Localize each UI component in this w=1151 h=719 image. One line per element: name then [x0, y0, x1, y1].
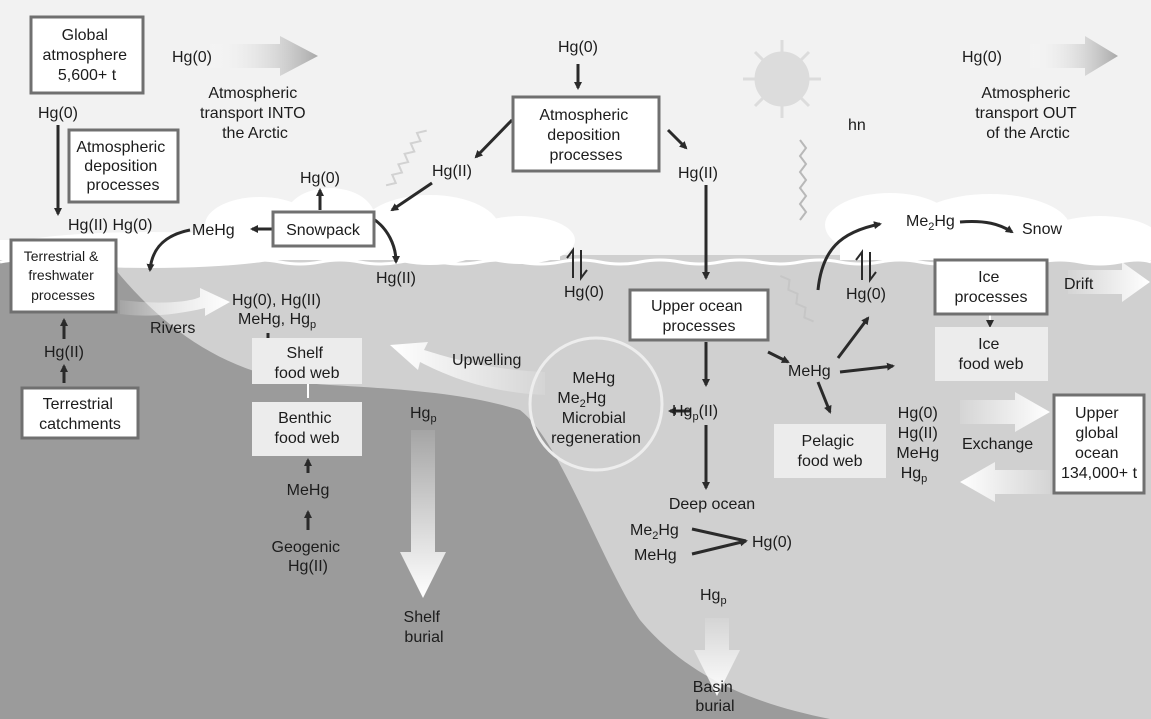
terrestrial-catchments-box [20, 386, 140, 440]
mehg-geogenic-label: MeHg [287, 482, 330, 499]
upper-global-ocean-box [1052, 393, 1146, 495]
arrow-snowpack-to-hgii [371, 216, 400, 264]
me2hg-deep-label: Me2Hg [630, 522, 679, 542]
microbial-regeneration-label: MeHg Me2Hg Microbial regeneration [551, 370, 641, 447]
river-species-label-2: MeHg, Hgp [238, 311, 316, 331]
arrow-upper-ocean-to-mehg [767, 350, 790, 364]
light-ray-down [798, 139, 808, 221]
hg0-transport-out-label: Hg(0) [962, 49, 1002, 66]
hg0-transport-into-label: Hg(0) [172, 49, 212, 66]
arrow-to-me2hg [816, 221, 882, 291]
terrestrial-freshwater-box [9, 238, 118, 314]
upwelling-arrow [390, 342, 545, 395]
arrow-mehg-to-terrestrial [146, 228, 191, 272]
transport-into-arrow [210, 36, 318, 76]
mehg-upper-ocean-label: MeHg [788, 363, 831, 380]
hgii-hg0-atm-label: Hg(II) Hg(0) [68, 217, 152, 234]
ice-processes-label: Ice processes [955, 269, 1028, 306]
rivers-arrow [120, 288, 230, 316]
drift-arrow [1068, 262, 1150, 302]
hn-label: hn [848, 117, 866, 134]
hgii-snowpack-label: Hg(II) [376, 270, 416, 287]
ice-food-web-label: Ice food web [959, 336, 1024, 373]
rivers-label: Rivers [150, 320, 195, 337]
microbial-regeneration-circle [528, 336, 664, 472]
atm-deposition-left-box [67, 128, 180, 204]
deep-ocean-label: Deep ocean [669, 496, 755, 513]
hg0-snowpack-label: Hg(0) [300, 170, 340, 187]
exchange-arrow-left [960, 462, 1050, 502]
global-atmosphere-box [29, 15, 145, 95]
shelf-food-web-label: Shelf food web [275, 345, 340, 382]
arrow-deposition-to-hgii-left [474, 118, 514, 159]
arrow-mehg-to-hg0 [836, 316, 870, 359]
upper-global-ocean-label: Upper global ocean 134,000+ t [1061, 405, 1138, 482]
snowpack-box [271, 210, 376, 248]
pelagic-food-web-label: Pelagic food web [798, 433, 863, 470]
mehg-snowpack-label: MeHg [192, 222, 235, 239]
hg0-ice-label: Hg(0) [846, 286, 886, 303]
flux-arrows [54, 64, 1014, 556]
hgp-ii-ocean-label: Hgp(II) [672, 403, 718, 423]
upper-ocean-label: Upper ocean processes [651, 298, 747, 335]
atm-deposition-left-label: Atmospheric deposition processes [76, 139, 169, 194]
me2hg-surface-label: Me2Hg [906, 213, 955, 233]
upwelling-label: Upwelling [452, 352, 521, 369]
arrow-deposition-to-hgii-right [666, 128, 688, 150]
river-species-label-1: Hg(0), Hg(II) [232, 292, 321, 309]
basin-burial-label: Basin burial [693, 679, 737, 715]
hgp-basin-label: Hgp [700, 587, 727, 607]
hgii-right-deposition-label: Hg(II) [678, 165, 718, 182]
benthic-food-web-box [252, 402, 362, 456]
arrow-me2hg-to-snow [959, 220, 1014, 234]
global-atmosphere-label: Global atmosphere 5,600+ t [43, 27, 132, 84]
exchange-label: Exchange [962, 436, 1033, 453]
terrestrial-catchments-label: Terrestrial catchments [39, 396, 121, 433]
exchange-arrow-right [960, 392, 1050, 432]
pelagic-food-web-box [774, 424, 886, 478]
shelf-food-web-box [252, 338, 362, 384]
geogenic-label: Geogenic Hg(II) [272, 539, 345, 575]
ice-food-web-box [935, 327, 1048, 381]
deep-line-mehg [691, 538, 748, 556]
ice-processes-box [933, 258, 1049, 316]
hgii-left-deposition-label: Hg(II) [432, 163, 472, 180]
mehg-deep-label: MeHg [634, 547, 677, 564]
basin-burial-arrow [694, 618, 740, 696]
drift-label: Drift [1064, 276, 1094, 293]
terrestrial-freshwater-label: Terrestrial & freshwater processes [24, 248, 103, 303]
transport-into-label: Atmospheric transport INTO the Arctic [200, 85, 310, 142]
arrow-mehg-to-pelagic [816, 381, 832, 414]
snowpack-label: Snowpack [286, 222, 361, 239]
shelf-burial-label: Shelf burial [404, 609, 445, 646]
exchange-species-label: Hg(0) Hg(II) MeHg Hgp [896, 405, 943, 485]
deep-line-me2hg [691, 527, 747, 543]
equilibrium-icon-center [566, 247, 588, 281]
upper-ocean-box [628, 288, 770, 342]
hg0-top-center-label: Hg(0) [558, 39, 598, 56]
transport-out-label: Atmospheric transport OUT of the Arctic [975, 85, 1081, 142]
transport-out-arrow [1030, 36, 1118, 76]
light-ray-left [385, 129, 427, 187]
benthic-food-web-label: Benthic food web [275, 410, 340, 447]
arrow-mehg-to-ice-web [839, 362, 895, 374]
arrow-hgii-to-snowpack [390, 181, 433, 212]
light-ray-water [779, 275, 814, 323]
sun-icon [743, 40, 821, 118]
snow-label: Snow [1022, 221, 1062, 238]
hg0-deep-label: Hg(0) [752, 534, 792, 551]
atm-deposition-center-box [511, 95, 661, 173]
hgii-terrestrial-label: Hg(II) [44, 344, 84, 361]
shelf-burial-arrow [400, 430, 446, 598]
hg0-center-surface-label: Hg(0) [564, 284, 604, 301]
hgp-shelf-label: Hgp [410, 405, 437, 425]
atm-deposition-center-label: Atmospheric deposition processes [539, 107, 632, 164]
hg0-atm-global-label: Hg(0) [38, 105, 78, 122]
equilibrium-icon-right [855, 249, 877, 283]
